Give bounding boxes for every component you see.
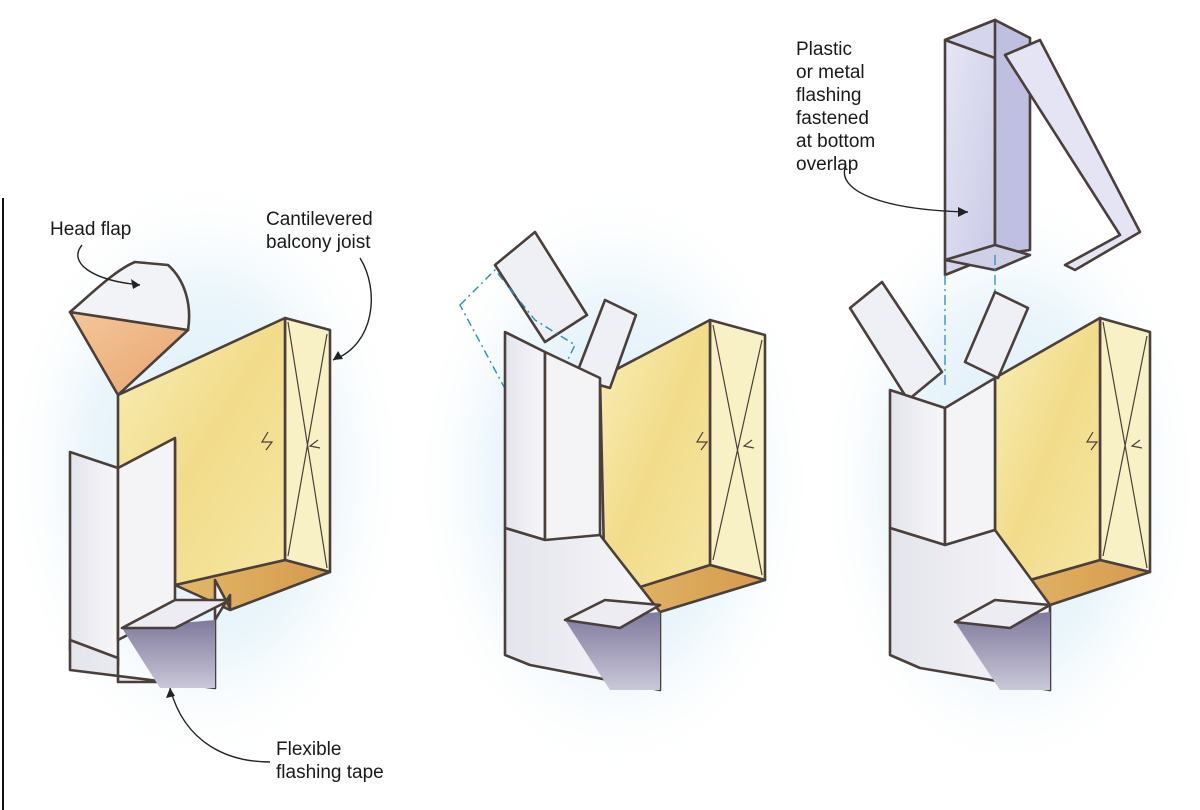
panel-2-tape-wrap — [410, 180, 820, 780]
tape2-right — [543, 350, 602, 547]
flap3-right — [963, 290, 1030, 380]
label-cantilevered-joist: Cantilevered balcony joist — [266, 209, 373, 253]
flashing-bottom-lip — [943, 243, 1032, 272]
panel-1-head-flap — [0, 170, 410, 770]
tape2-left — [503, 330, 547, 542]
arrowhead-plastic — [958, 207, 968, 217]
tape-shadow — [122, 620, 215, 688]
flashing-back-leg — [1003, 38, 1142, 272]
tape2-shadow — [565, 612, 660, 690]
label-plastic-flashing: Plastic or metal flashing fastened at bo… — [796, 39, 876, 175]
tape-vertical-left — [68, 450, 120, 667]
tape3-left — [888, 388, 947, 547]
leader-head-flap — [77, 244, 141, 286]
tape3-right — [943, 376, 997, 547]
tape-fold — [120, 598, 232, 630]
leader-tape — [169, 687, 271, 763]
tape3-fold — [953, 598, 1052, 630]
leader-lines — [77, 164, 969, 763]
flashing-front — [943, 18, 997, 277]
label-flexible-tape: Flexible flashing tape — [276, 739, 384, 783]
flap-upper-left — [493, 230, 589, 344]
joist2-side-face — [598, 318, 712, 600]
tape3-shadow — [955, 612, 1050, 690]
arrowhead-joist — [333, 351, 343, 360]
leader-plastic — [843, 164, 969, 213]
head-flap — [68, 260, 191, 332]
leader-joist — [332, 257, 372, 361]
label-head-flap: Head flap — [50, 219, 132, 240]
arrowhead-head-flap — [131, 279, 140, 289]
tape2-fold — [563, 598, 662, 630]
panel-3-rigid-flashing — [815, 18, 1200, 780]
flap3-left — [848, 280, 944, 402]
dashed-outline — [459, 268, 576, 401]
arrowhead-tape — [166, 688, 175, 698]
